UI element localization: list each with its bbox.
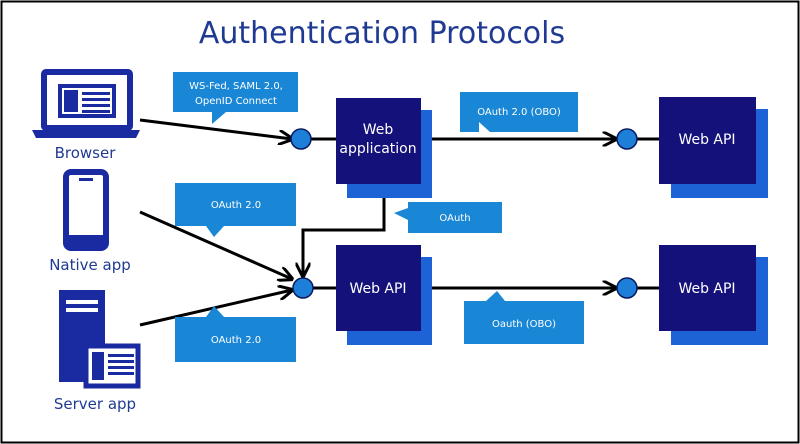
web-api-middle-label: Web API (349, 281, 406, 297)
web-api-bottom-right-box (659, 245, 756, 331)
callout-api-to-api: Oauth (OBO) (464, 291, 584, 344)
callout-browser-line2: OpenID Connect (195, 96, 277, 107)
service-web-api-middle: Web API (336, 245, 432, 345)
browser-label: Browser (55, 144, 117, 162)
callout-browser: WS-Fed, SAML 2.0, OpenID Connect (173, 72, 298, 124)
callout-webapp-down-label: OAuth (439, 213, 470, 224)
callout-native-label: OAuth 2.0 (211, 200, 261, 211)
native-phone-icon (63, 169, 109, 251)
endpoint-dot-api-top (616, 128, 638, 150)
native-app-label: Native app (49, 256, 131, 274)
webapp-down-arrow (303, 182, 386, 276)
endpoint-dot-api-bottom (616, 277, 638, 299)
callout-webapp-down: OAuth (394, 202, 502, 233)
endpoint-dot-webapi (292, 277, 314, 299)
service-web-api-top-right: Web API (659, 97, 768, 198)
server-app-label: Server app (54, 395, 136, 413)
server-arrow (139, 290, 292, 327)
web-api-middle-box (336, 245, 421, 331)
callout-server-label: OAuth 2.0 (211, 335, 261, 346)
native-arrow (139, 210, 292, 279)
web-app-box (336, 98, 421, 184)
web-app-label-line1: Web (363, 122, 394, 138)
callout-webapp-to-api: OAuth 2.0 (OBO) (460, 92, 578, 132)
web-app-label-line2: application (339, 141, 416, 157)
service-web-api-bottom-right: Web API (659, 245, 768, 345)
web-api-top-right-box (659, 97, 756, 184)
endpoint-dot-webapp (290, 128, 312, 150)
server-app-icon (59, 290, 141, 389)
page-title: Authentication Protocols (199, 16, 565, 51)
service-web-app: Web application (336, 98, 432, 198)
callout-api-to-api-label: Oauth (OBO) (492, 319, 556, 330)
connectors (139, 118, 660, 327)
callout-server: OAuth 2.0 (175, 306, 296, 362)
callout-webapp-to-api-label: OAuth 2.0 (OBO) (477, 107, 561, 118)
endpoint-dots (290, 128, 638, 299)
web-api-top-right-label: Web API (678, 132, 735, 148)
callout-native: OAuth 2.0 (175, 183, 296, 237)
browser-arrow (139, 118, 292, 139)
callout-browser-line1: WS-Fed, SAML 2.0, (189, 81, 283, 92)
web-api-bottom-right-label: Web API (678, 281, 735, 297)
browser-laptop-icon (32, 69, 140, 138)
